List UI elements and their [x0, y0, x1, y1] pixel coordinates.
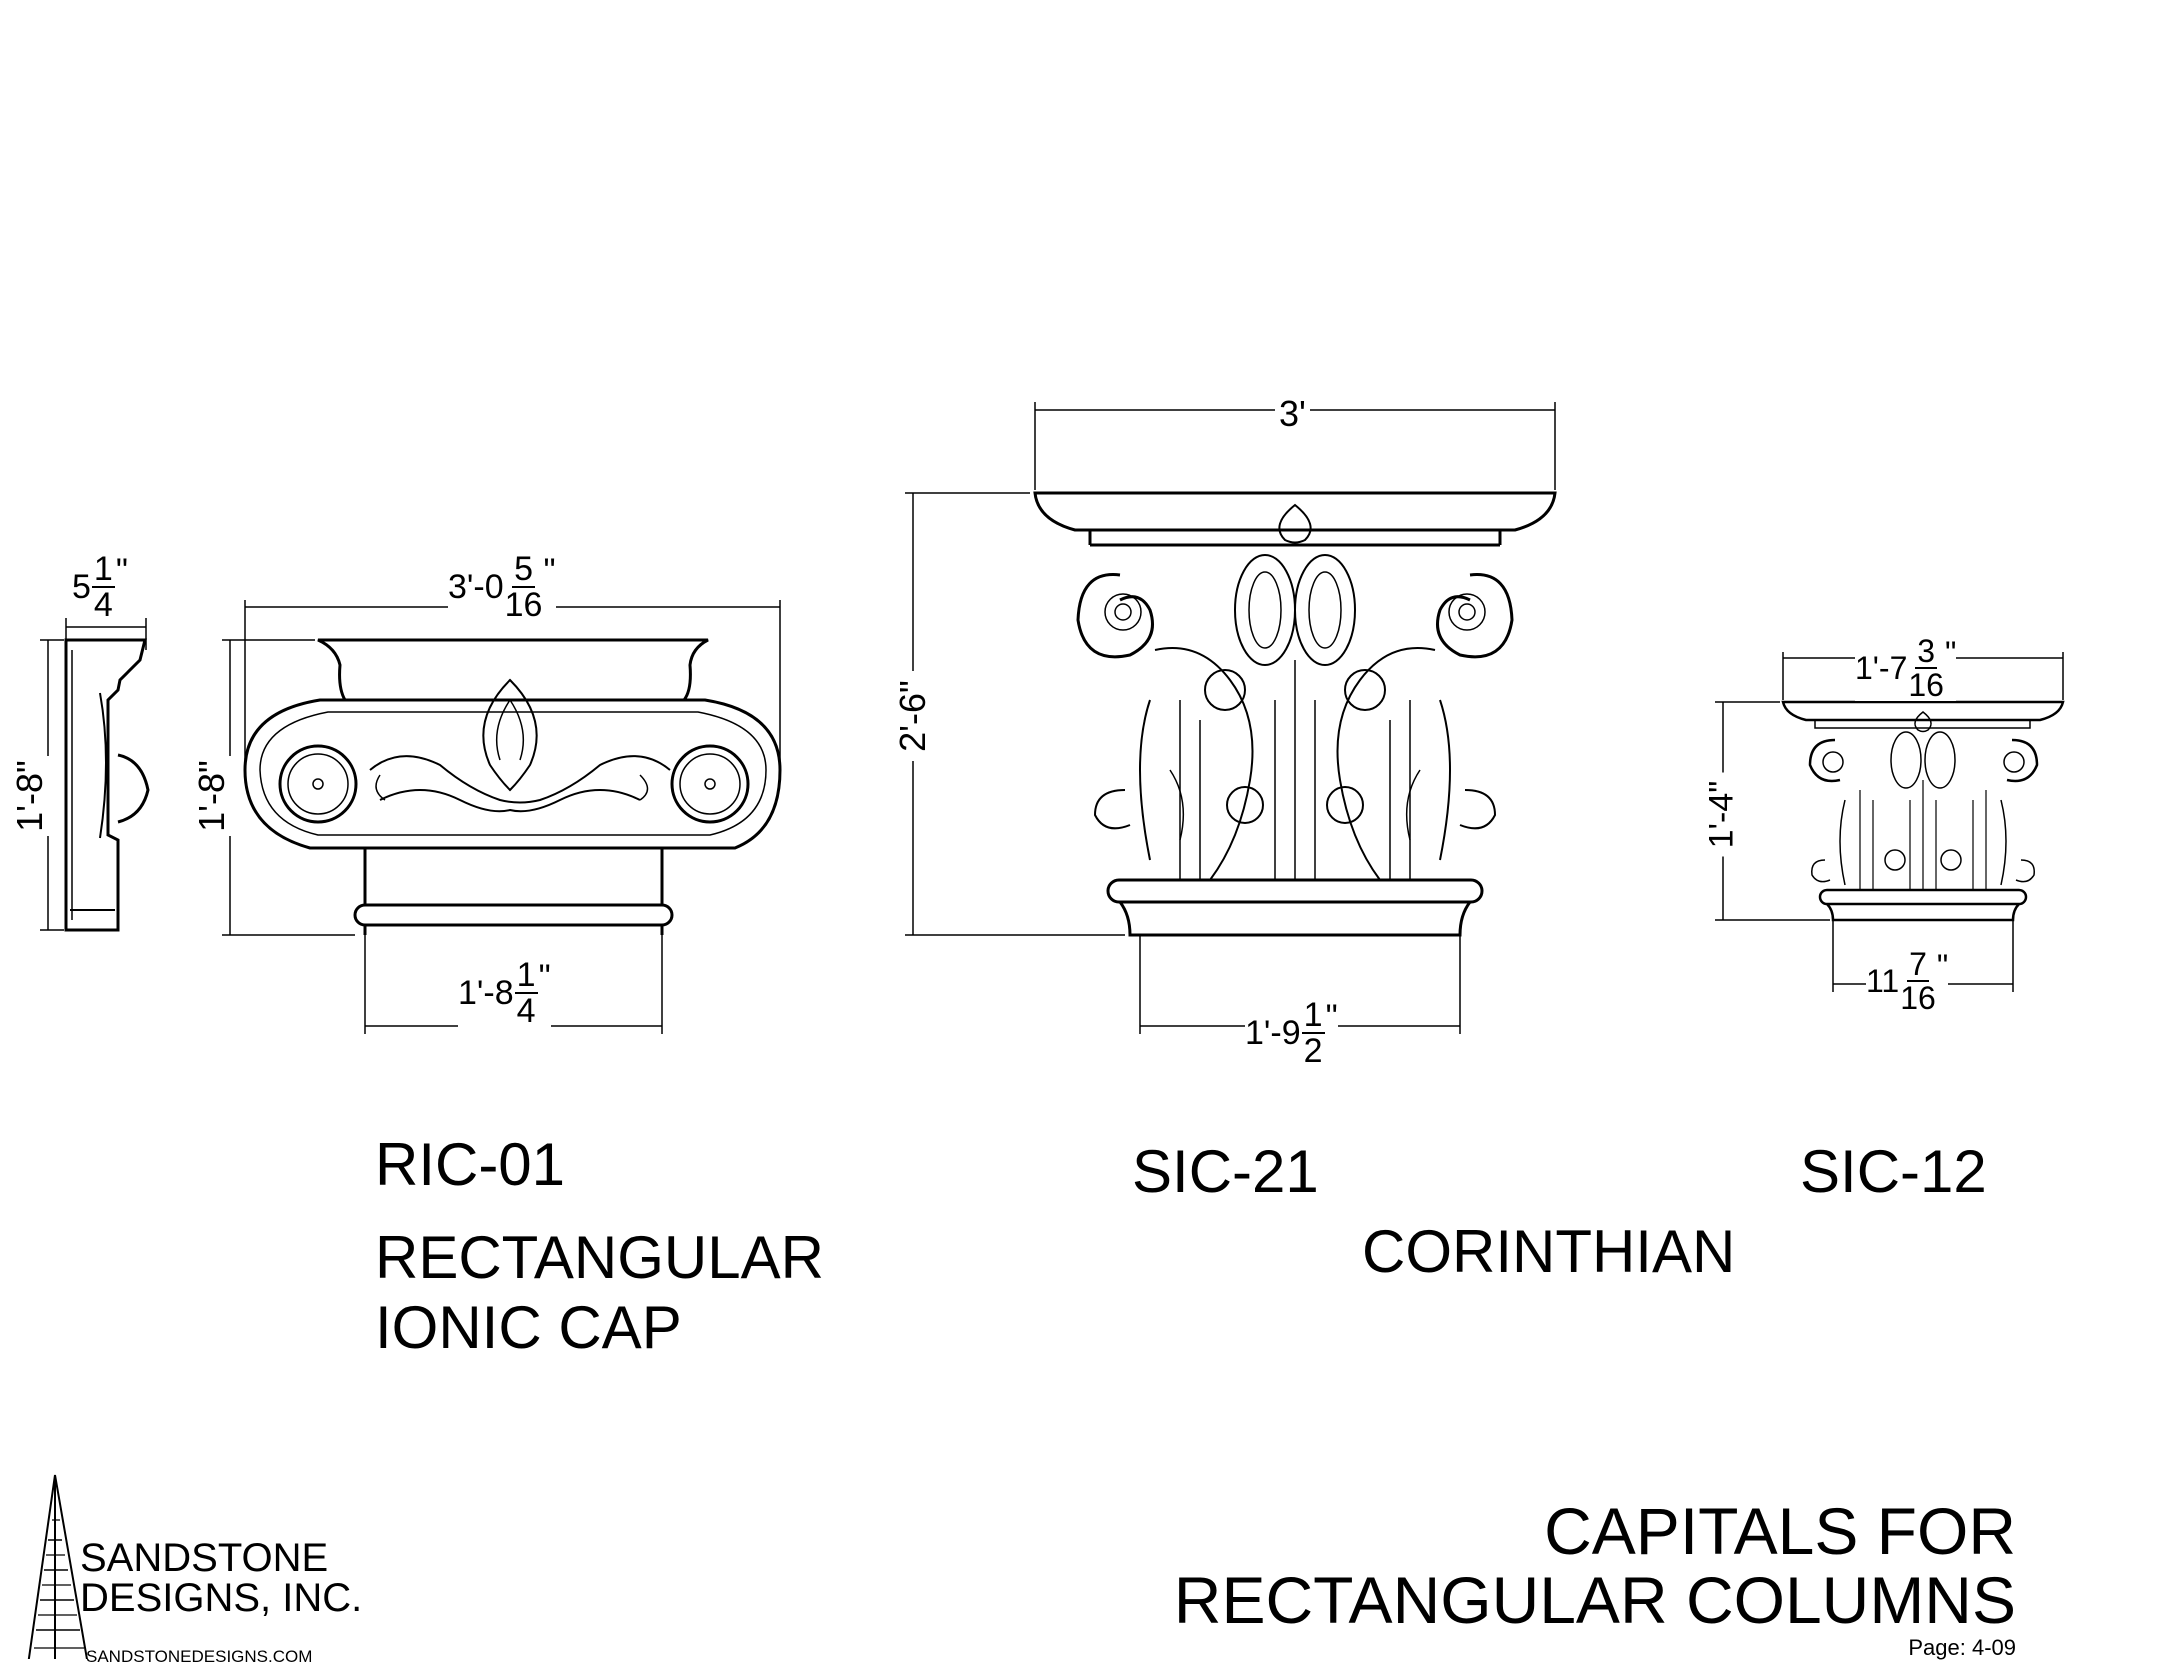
- sic21-top-width-dim: 3': [1275, 393, 1310, 435]
- ric01-side-height-dim: 1'-8": [9, 756, 51, 836]
- dim-fraction: 7 16: [1900, 946, 1936, 1016]
- ric01-description-line1: RECTANGULAR: [375, 1224, 824, 1291]
- sic21-capital: [1033, 491, 1557, 937]
- sic21-base-width-dim: 1'-9 1 2 ": [1245, 996, 1338, 1070]
- ric01-base-width-dim: 1'-8 1 4 ": [458, 956, 551, 1030]
- dim-whole: 5: [72, 567, 91, 606]
- ric01-code: RIC-01: [375, 1131, 566, 1198]
- sic21-height-dim: 2'-6": [892, 671, 934, 761]
- sic21-dims: [905, 402, 1556, 1034]
- ric01-front-view: [243, 638, 782, 935]
- ric01-side-view: [64, 638, 150, 932]
- company-name-line1: SANDSTONE: [80, 1536, 329, 1580]
- ric01-side-dims: [40, 618, 147, 931]
- dim-fraction: 1 2: [1301, 996, 1325, 1070]
- dim-fraction: 5 16: [504, 550, 543, 624]
- sic12-base-width-dim: 11 7 16 ": [1866, 946, 1949, 1016]
- sheet-title-line1: CAPITALS FOR: [1544, 1494, 2016, 1568]
- sic12-capital: [1781, 700, 2065, 922]
- sic12-height-dim: 1'-4": [1702, 772, 1742, 857]
- sic21-code: SIC-21: [1132, 1138, 1319, 1205]
- sic12-top-width-dim: 1'-7 3 16 ": [1855, 633, 1957, 703]
- ric01-description-line2: IONIC CAP: [375, 1294, 682, 1361]
- dim-fraction: 3 16: [1908, 633, 1944, 703]
- ric01-front-width-dim: 3'-0 5 16 ": [448, 550, 556, 624]
- company-website[interactable]: SANDSTONEDESIGNS.COM: [86, 1647, 313, 1666]
- ric01-side-width-dim: 5 1 4 ": [72, 550, 128, 624]
- dim-fraction: 1 4: [514, 956, 538, 1030]
- company-name-line2: DESIGNS, INC.: [80, 1576, 363, 1620]
- ric01-front-height-dim: 1'-8": [191, 756, 233, 836]
- corinthian-label: CORINTHIAN: [1362, 1218, 1736, 1285]
- page-number: Page: 4-09: [1908, 1635, 2016, 1660]
- dim-fraction: 1 4: [91, 550, 115, 624]
- pyramid-logo-icon: [27, 1474, 88, 1659]
- sheet-title-line2: RECTANGULAR COLUMNS: [1173, 1563, 2016, 1637]
- sic12-code: SIC-12: [1800, 1138, 1987, 1205]
